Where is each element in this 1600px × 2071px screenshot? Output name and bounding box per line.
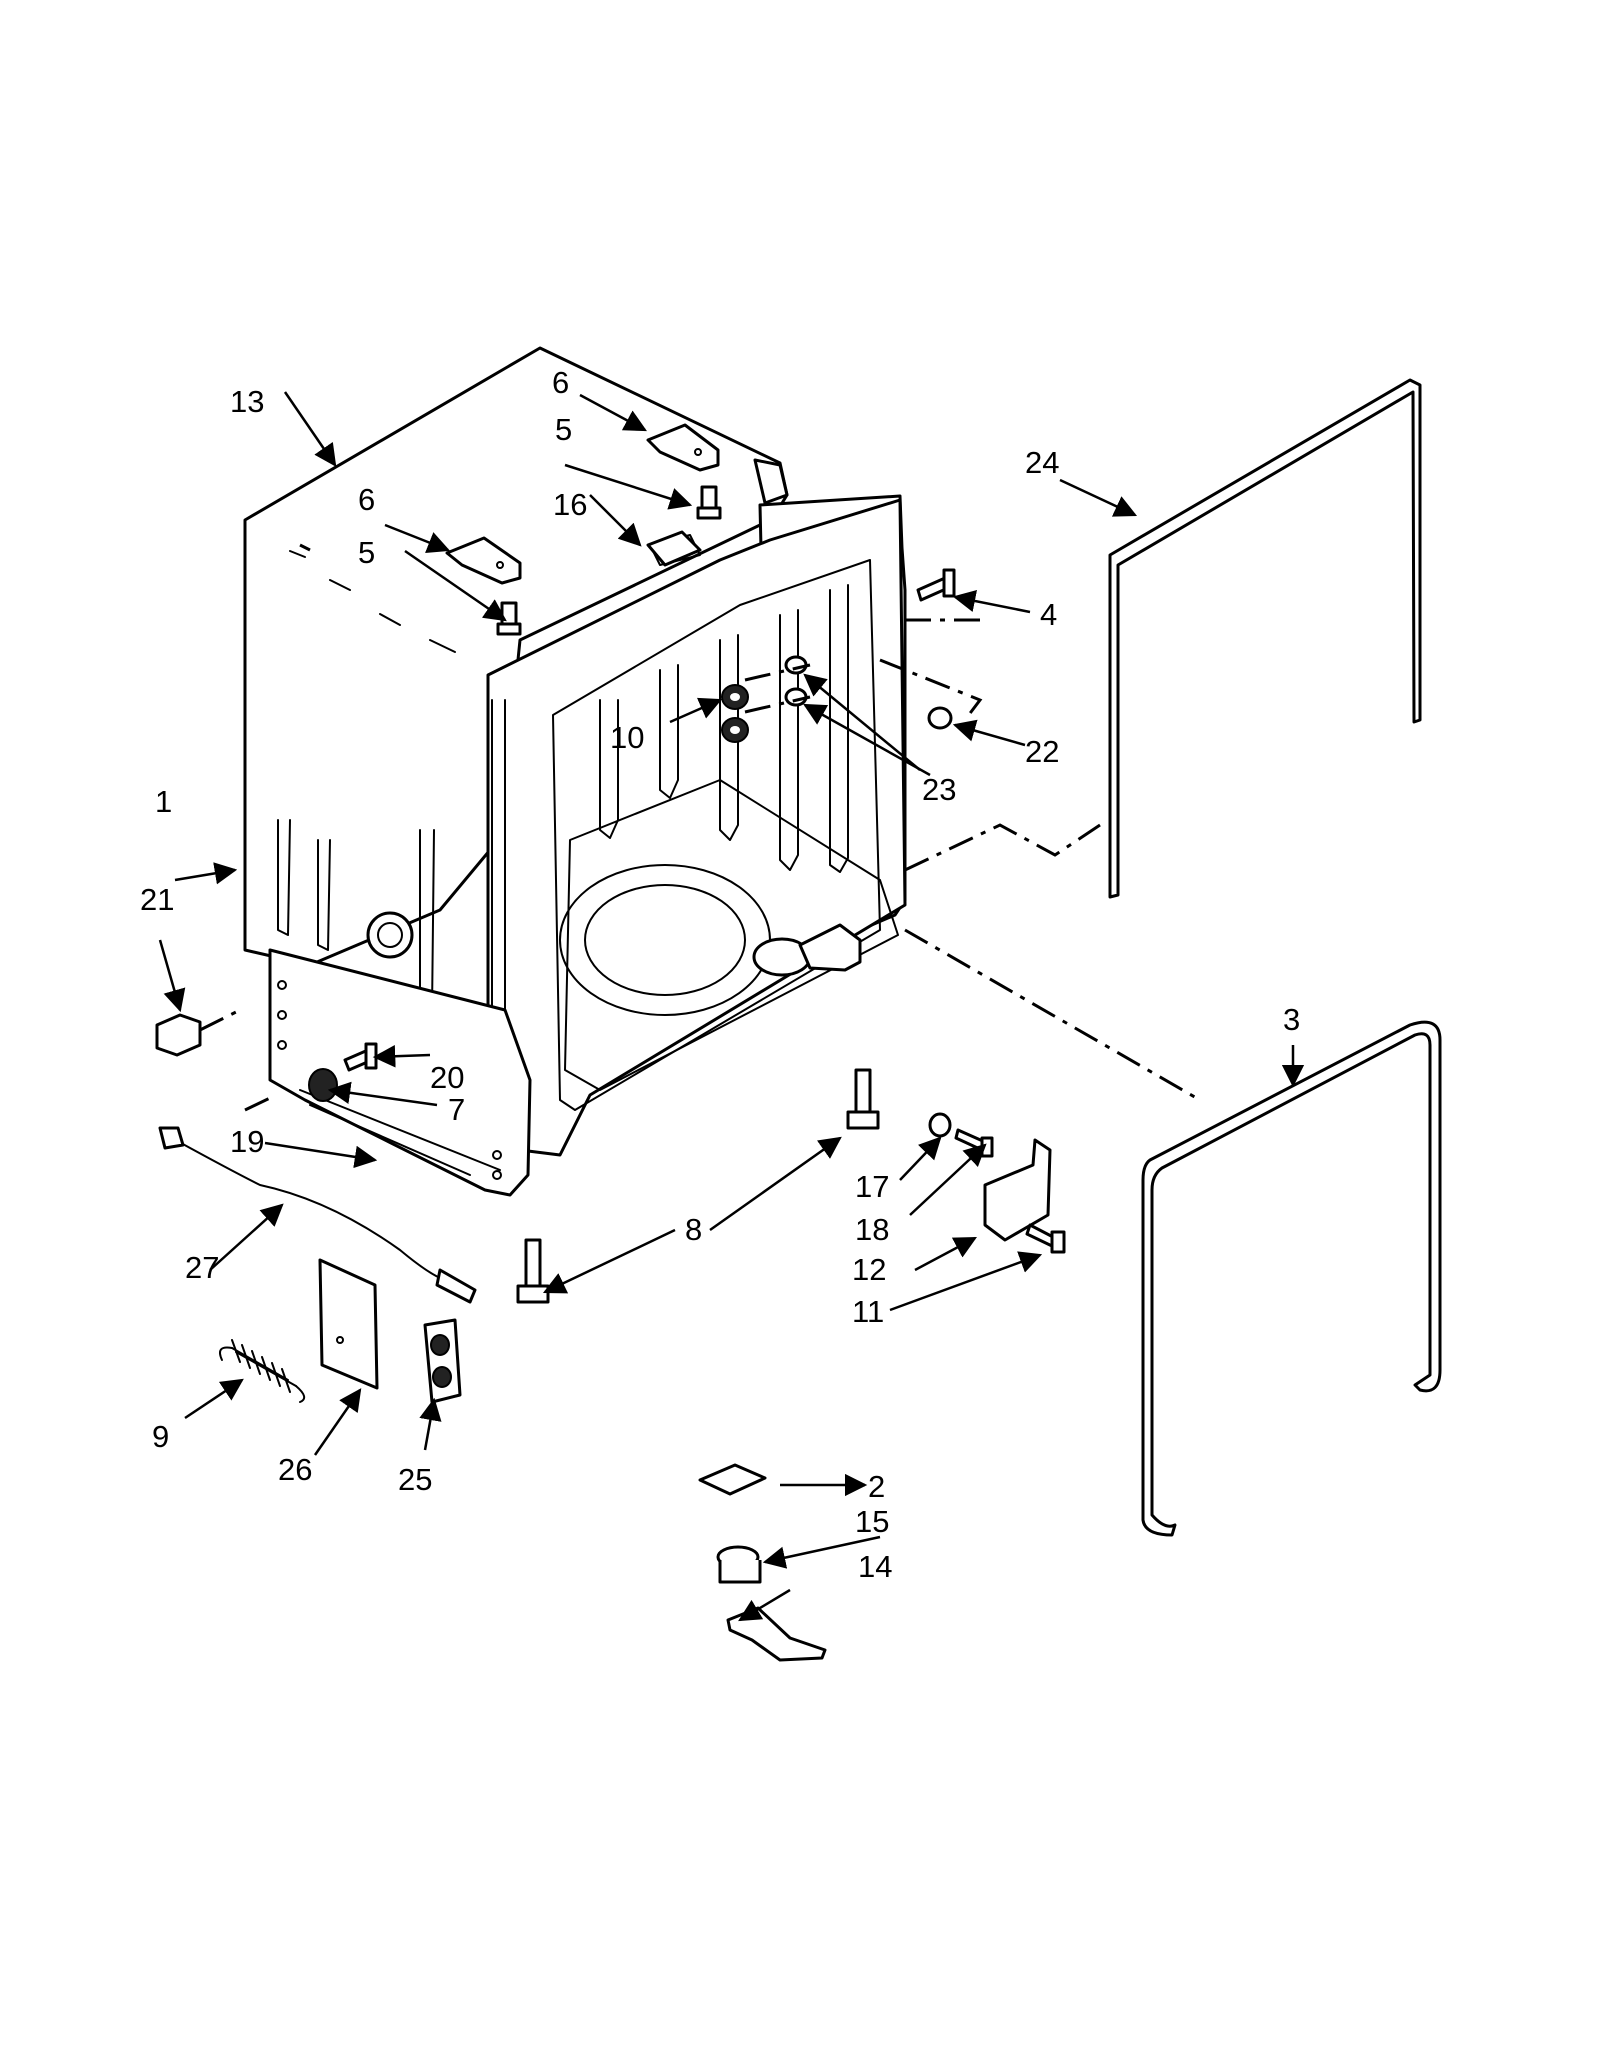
connector-21 — [155, 1013, 202, 1057]
part-labels: 1 2 3 4 5 5 6 6 7 8 9 10 11 12 13 14 15 … — [140, 365, 1300, 1584]
label-19: 19 — [230, 1124, 264, 1159]
assembly-lines — [199, 543, 1201, 1112]
label-11: 11 — [852, 1294, 884, 1329]
label-25: 25 — [398, 1462, 432, 1497]
wire-harness-27-plug-left — [158, 1126, 185, 1150]
label-7: 7 — [448, 1092, 465, 1127]
label-17: 17 — [855, 1169, 889, 1204]
label-6b: 6 — [358, 482, 375, 517]
screw-top-right — [696, 485, 722, 520]
label-21: 21 — [140, 882, 174, 917]
bracket-12 — [983, 1138, 1052, 1242]
tub-top-vent-flange — [753, 458, 789, 505]
label-26: 26 — [278, 1452, 312, 1487]
label-10: 10 — [610, 720, 644, 755]
label-3: 3 — [1283, 1002, 1300, 1037]
screw-4 — [916, 568, 956, 602]
grommet-10 — [721, 684, 749, 743]
washer-23-lower — [784, 687, 808, 707]
bracket-16 — [646, 530, 702, 567]
label-24: 24 — [1025, 445, 1059, 480]
washer-17 — [928, 1112, 952, 1138]
wiring-sheet-26 — [318, 1258, 379, 1390]
wire-harness-27 — [169, 1136, 446, 1281]
sensor-15 — [716, 1545, 762, 1584]
leveling-leg-8-left — [516, 1238, 550, 1304]
hinge-top-right — [646, 423, 720, 472]
tub-inner-opening — [552, 559, 881, 1111]
wire-harness-27-plug-right — [435, 1268, 477, 1304]
label-12: 12 — [852, 1252, 886, 1287]
label-8: 8 — [685, 1212, 702, 1247]
screw-18 — [954, 1128, 994, 1158]
tub-blanket-marks — [289, 550, 456, 653]
label-2: 2 — [868, 1469, 885, 1504]
tub-floor — [564, 779, 899, 1091]
grommet-7 — [308, 1068, 338, 1102]
bracket-25 — [423, 1318, 462, 1404]
label-16: 16 — [553, 487, 587, 522]
tub-right-foot-bracket — [798, 923, 862, 972]
label-6a: 6 — [552, 365, 569, 400]
leveling-leg-8-right — [846, 1068, 880, 1130]
plug-22 — [927, 706, 953, 730]
label-15: 15 — [855, 1504, 889, 1539]
label-13: 13 — [230, 384, 264, 419]
screw-11 — [1025, 1223, 1066, 1254]
bracket-14 — [726, 1606, 827, 1662]
screw-20 — [343, 1042, 378, 1072]
tub-base-frame — [268, 948, 532, 1197]
label-23: 23 — [922, 772, 956, 807]
leader-arrows — [158, 391, 1305, 1622]
label-1: 1 — [155, 784, 172, 819]
tub-sump-inner — [584, 884, 746, 996]
tub-inner-ribs — [599, 584, 849, 873]
label-14: 14 — [858, 1549, 892, 1584]
label-22: 22 — [1025, 734, 1059, 769]
label-18: 18 — [855, 1212, 889, 1247]
label-9: 9 — [152, 1419, 169, 1454]
washer-23-upper — [784, 655, 808, 675]
spring-9 — [219, 1339, 306, 1403]
label-4: 4 — [1040, 597, 1057, 632]
tub-assembly — [243, 346, 907, 1197]
label-20: 20 — [430, 1060, 464, 1095]
door-gasket-24 — [1108, 378, 1422, 899]
hinge-top-left — [445, 536, 522, 585]
clip-2 — [698, 1463, 767, 1496]
label-27: 27 — [185, 1250, 219, 1285]
tub-side-port — [366, 911, 414, 959]
label-5a: 5 — [555, 412, 572, 447]
tub-gasket-3 — [1141, 1020, 1442, 1537]
label-5b: 5 — [358, 535, 375, 570]
